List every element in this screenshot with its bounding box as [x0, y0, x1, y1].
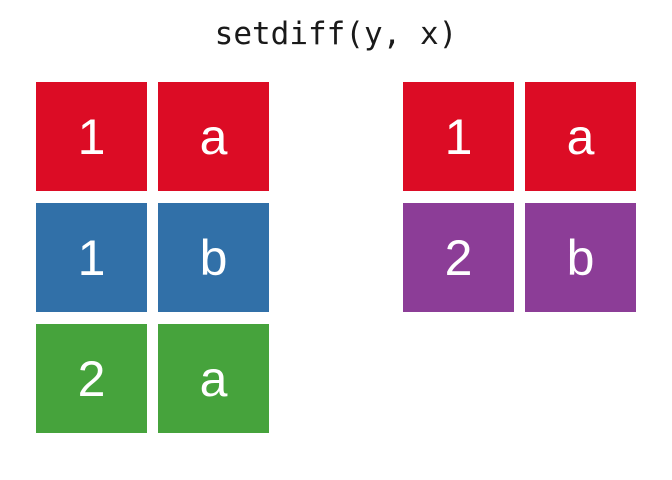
- table-cell: a: [525, 82, 636, 191]
- table-cell: 1: [403, 82, 514, 191]
- right-table: 1 a 2 b: [403, 82, 636, 312]
- table-cell: a: [158, 82, 269, 191]
- table-cell: 2: [36, 324, 147, 433]
- diagram-title: setdiff(y, x): [214, 16, 458, 52]
- table-cell: b: [158, 203, 269, 312]
- table-cell: a: [158, 324, 269, 433]
- left-table: 1 a 1 b 2 a: [36, 82, 269, 433]
- table-cell: 1: [36, 203, 147, 312]
- table-cell: 1: [36, 82, 147, 191]
- table-cell: 2: [403, 203, 514, 312]
- table-cell: b: [525, 203, 636, 312]
